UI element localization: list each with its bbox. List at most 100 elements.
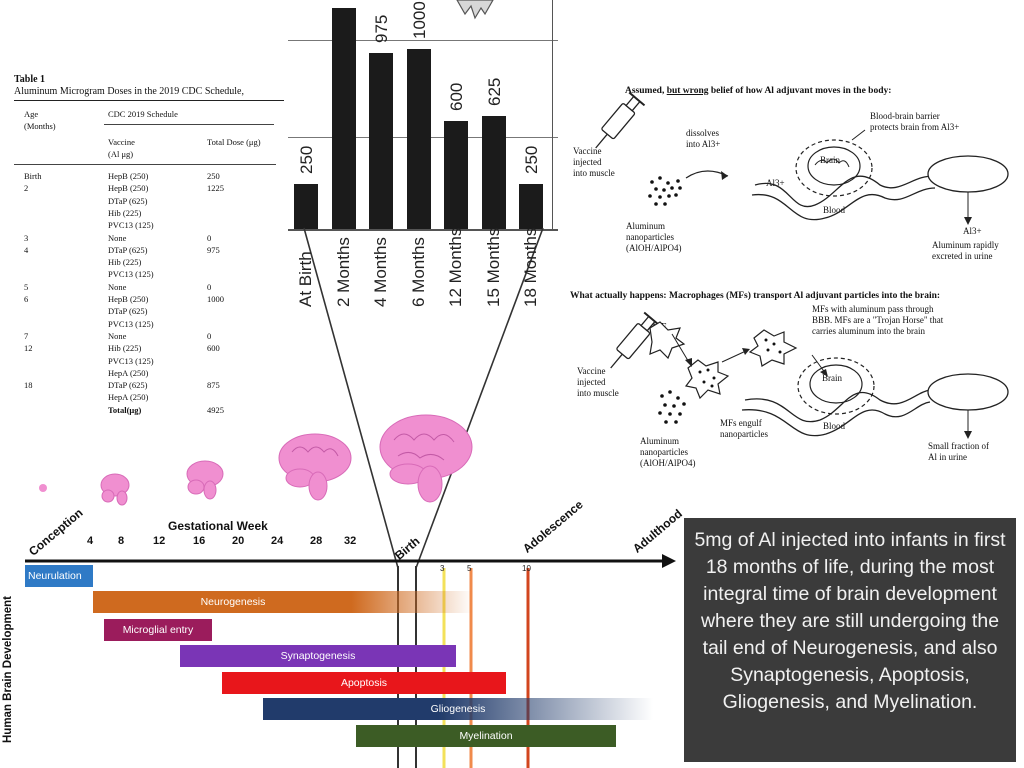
- nanoparticle-cluster-2: [658, 390, 686, 424]
- table-cell-total: 250: [207, 171, 220, 181]
- week-tick: 20: [232, 535, 245, 547]
- phase-neurulation: Neurulation: [25, 565, 93, 587]
- table-header-total: Total Dose (μg): [207, 137, 261, 147]
- table-cell-total: 0: [207, 281, 212, 292]
- nanoparticle-cluster: [648, 176, 682, 206]
- bar: [519, 183, 543, 229]
- table-cell-age: Birth: [24, 171, 42, 181]
- week-tick: 8: [118, 535, 125, 547]
- table-cell-total: 0: [207, 232, 212, 243]
- table-cell-age: 6: [24, 294, 29, 304]
- table-cell-total: 1000: [207, 294, 224, 304]
- chart-right-axis: [552, 0, 553, 230]
- table-cell-age: 4: [24, 244, 29, 255]
- bar-value-label: 250: [297, 145, 316, 174]
- table-header-age-2: (Months): [24, 121, 56, 131]
- brain-label-2: Brain: [822, 373, 842, 383]
- table-header-vaccine-1: Vaccine: [108, 137, 135, 147]
- postnatal-tick-10: 10: [522, 564, 531, 573]
- diagram-bottom-title: What actually happens: Macrophages (MFs)…: [570, 291, 941, 301]
- mf-label: MF: [652, 322, 667, 333]
- table-cell-vaccine: DTaP (625): [108, 244, 148, 255]
- table-cell-vaccine: HepA (250): [108, 367, 149, 378]
- phase-microglial-entry: Microglial entry: [104, 619, 212, 641]
- label-adulthood: Adulthood: [630, 506, 685, 556]
- category-label: 15 Months: [483, 227, 503, 307]
- macrophage-icon: [684, 359, 730, 400]
- week-tick: 4: [87, 535, 94, 547]
- table-cell-total: 600: [207, 343, 220, 354]
- table-cell-total: 875: [207, 380, 220, 391]
- table-cell-vaccine: Hib (225): [108, 207, 142, 218]
- table-header-age-1: Age: [24, 109, 39, 119]
- side-label: Human Brain Development: [2, 596, 14, 743]
- category-label: 12 Months: [446, 227, 465, 307]
- bar-value-label: 975: [372, 14, 391, 43]
- table-cell-vaccine: HepB (250): [108, 294, 149, 304]
- table-header-rule: [14, 164, 276, 165]
- label-adolescence: Adolescence: [520, 497, 586, 556]
- category-label: At Birth: [296, 251, 315, 307]
- table-cell-vaccine: HepB (250): [108, 171, 149, 181]
- table-cell-vaccine: DTaP (625): [108, 380, 148, 391]
- table-cell-age: 18: [24, 380, 33, 391]
- table-cell-vaccine: PVC13 (125): [108, 220, 154, 231]
- table-total-value: 4925: [207, 404, 224, 415]
- bar: [294, 183, 318, 229]
- starburst-icon: [456, 0, 494, 20]
- bar: [406, 48, 431, 229]
- brain-label: Brain: [820, 155, 840, 165]
- table-cell-age: 5: [24, 281, 29, 292]
- week-tick: 32: [344, 535, 357, 547]
- brain-icon-large: [278, 433, 352, 501]
- table-cell-vaccine: Hib (225): [108, 257, 142, 268]
- week-tick: 28: [310, 535, 323, 547]
- al3-blood-label: Al3+: [766, 178, 785, 188]
- phase-apoptosis: Apoptosis: [222, 672, 506, 694]
- label-conception: Conception: [26, 505, 86, 559]
- table-cell-vaccine: PVC13 (125): [108, 318, 154, 329]
- phase-neurogenesis: Neurogenesis: [93, 591, 473, 613]
- al3-urine-label: Al3+: [963, 226, 982, 236]
- table-cell-vaccine: None: [108, 232, 127, 243]
- bar-value-label: 1000: [409, 0, 429, 39]
- chart-baseline: [288, 229, 558, 231]
- kidney-label: Kidney: [950, 168, 980, 179]
- table-cell-age: 3: [24, 232, 29, 243]
- postnatal-tick-5: 5: [467, 564, 472, 573]
- week-tick: 12: [153, 535, 166, 547]
- kidney-label-2: Kidney: [956, 386, 986, 397]
- label-gestational-week: Gestational Week: [168, 519, 268, 533]
- table-cell-vaccine: HepA (250): [108, 392, 149, 403]
- table-cell-total: 975: [207, 244, 220, 255]
- table-cell-total: 1225: [207, 183, 224, 194]
- table-title: Table 1: [14, 74, 46, 85]
- bar: [331, 7, 356, 229]
- week-tick: 16: [193, 535, 206, 547]
- postnatal-tick-3: 3: [440, 564, 445, 573]
- blood-label: Blood: [823, 205, 846, 215]
- phase-myelination: Myelination: [356, 725, 616, 747]
- table-total-label: Total(μg): [108, 404, 142, 415]
- table-header-group: CDC 2019 Schedule: [108, 109, 178, 119]
- table-cell-age: 2: [24, 183, 29, 194]
- table-cell-vaccine: PVC13 (125): [108, 269, 154, 280]
- bar: [369, 53, 393, 229]
- table-cell-age: 7: [24, 330, 29, 341]
- brain-icon-embryo: [39, 484, 47, 492]
- table-cell-vaccine: Hib (225): [108, 343, 142, 354]
- bar-value-label: 250: [522, 145, 541, 174]
- category-label: 6 Months: [408, 237, 428, 307]
- table-cell-vaccine: HepB (250): [108, 183, 149, 194]
- table-cell-total: 0: [207, 330, 212, 341]
- phase-synaptogenesis: Synaptogenesis: [180, 645, 456, 667]
- table-cell-vaccine: PVC13 (125): [108, 355, 154, 366]
- bar: [481, 116, 506, 229]
